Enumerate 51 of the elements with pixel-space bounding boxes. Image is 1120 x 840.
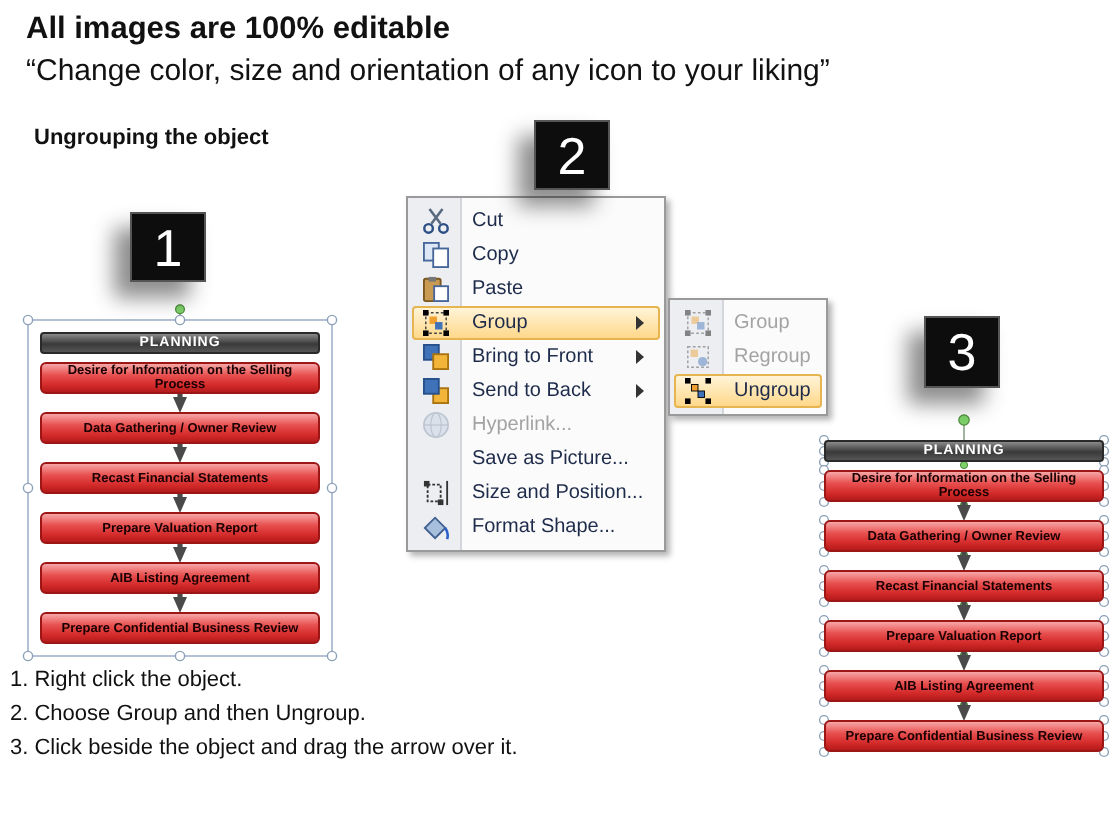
submenu — [668, 298, 828, 416]
section-heading: Ungrouping the object — [34, 126, 269, 150]
arrow — [173, 544, 187, 563]
menu-item: Format Shape... — [412, 510, 660, 544]
menu-item: Group — [674, 306, 822, 340]
header-bar — [824, 440, 1104, 462]
arrow — [173, 394, 187, 413]
menu-item: Send to Back — [412, 374, 660, 408]
highlighted-menu-item: Ungroup — [674, 374, 822, 408]
step-number: 1 — [153, 221, 183, 273]
instruction-step: 3. Click beside the object and drag the arrow over it. — [10, 736, 518, 760]
process-box — [824, 670, 1104, 702]
step-number: 2 — [557, 129, 587, 181]
context-menu — [406, 196, 666, 552]
step-number-tile — [924, 316, 1000, 388]
process-box — [40, 362, 320, 394]
arrow — [173, 444, 187, 463]
menu-item: Save as Picture... — [470, 446, 631, 474]
instruction-step: 1. Right click the object. — [10, 668, 243, 692]
arrow — [957, 502, 971, 521]
process-box — [824, 470, 1104, 502]
arrow — [957, 602, 971, 621]
menu-item: Hyperlink... — [412, 408, 660, 442]
highlighted-menu-item: Group — [412, 306, 660, 340]
process-box — [40, 612, 320, 644]
title: All images are 100% editable — [26, 12, 450, 48]
process-box — [40, 462, 320, 494]
process-box — [824, 520, 1104, 552]
subtitle: “Change color, size and orientation of any icon to your liking” — [26, 54, 830, 88]
process-box — [824, 720, 1104, 752]
process-box — [824, 620, 1104, 652]
process-box — [824, 570, 1104, 602]
process-box — [40, 562, 320, 594]
process-box — [40, 512, 320, 544]
arrow — [957, 552, 971, 571]
menu-item: Copy — [412, 238, 660, 272]
arrow — [173, 594, 187, 613]
menu-item: Paste — [412, 272, 660, 306]
step-number: 3 — [947, 326, 977, 378]
menu-item: Cut — [412, 204, 660, 238]
step-number-tile — [130, 212, 206, 282]
process-box — [40, 412, 320, 444]
instruction-step: 2. Choose Group and then Ungroup. — [10, 702, 366, 726]
header-bar — [40, 332, 320, 354]
arrow — [173, 494, 187, 513]
menu-item: Size and Position... — [412, 476, 660, 510]
step-number-tile — [534, 120, 610, 190]
arrow — [957, 702, 971, 721]
menu-item: Regroup — [674, 340, 822, 374]
arrow — [957, 652, 971, 671]
menu-item: Bring to Front — [412, 340, 660, 374]
